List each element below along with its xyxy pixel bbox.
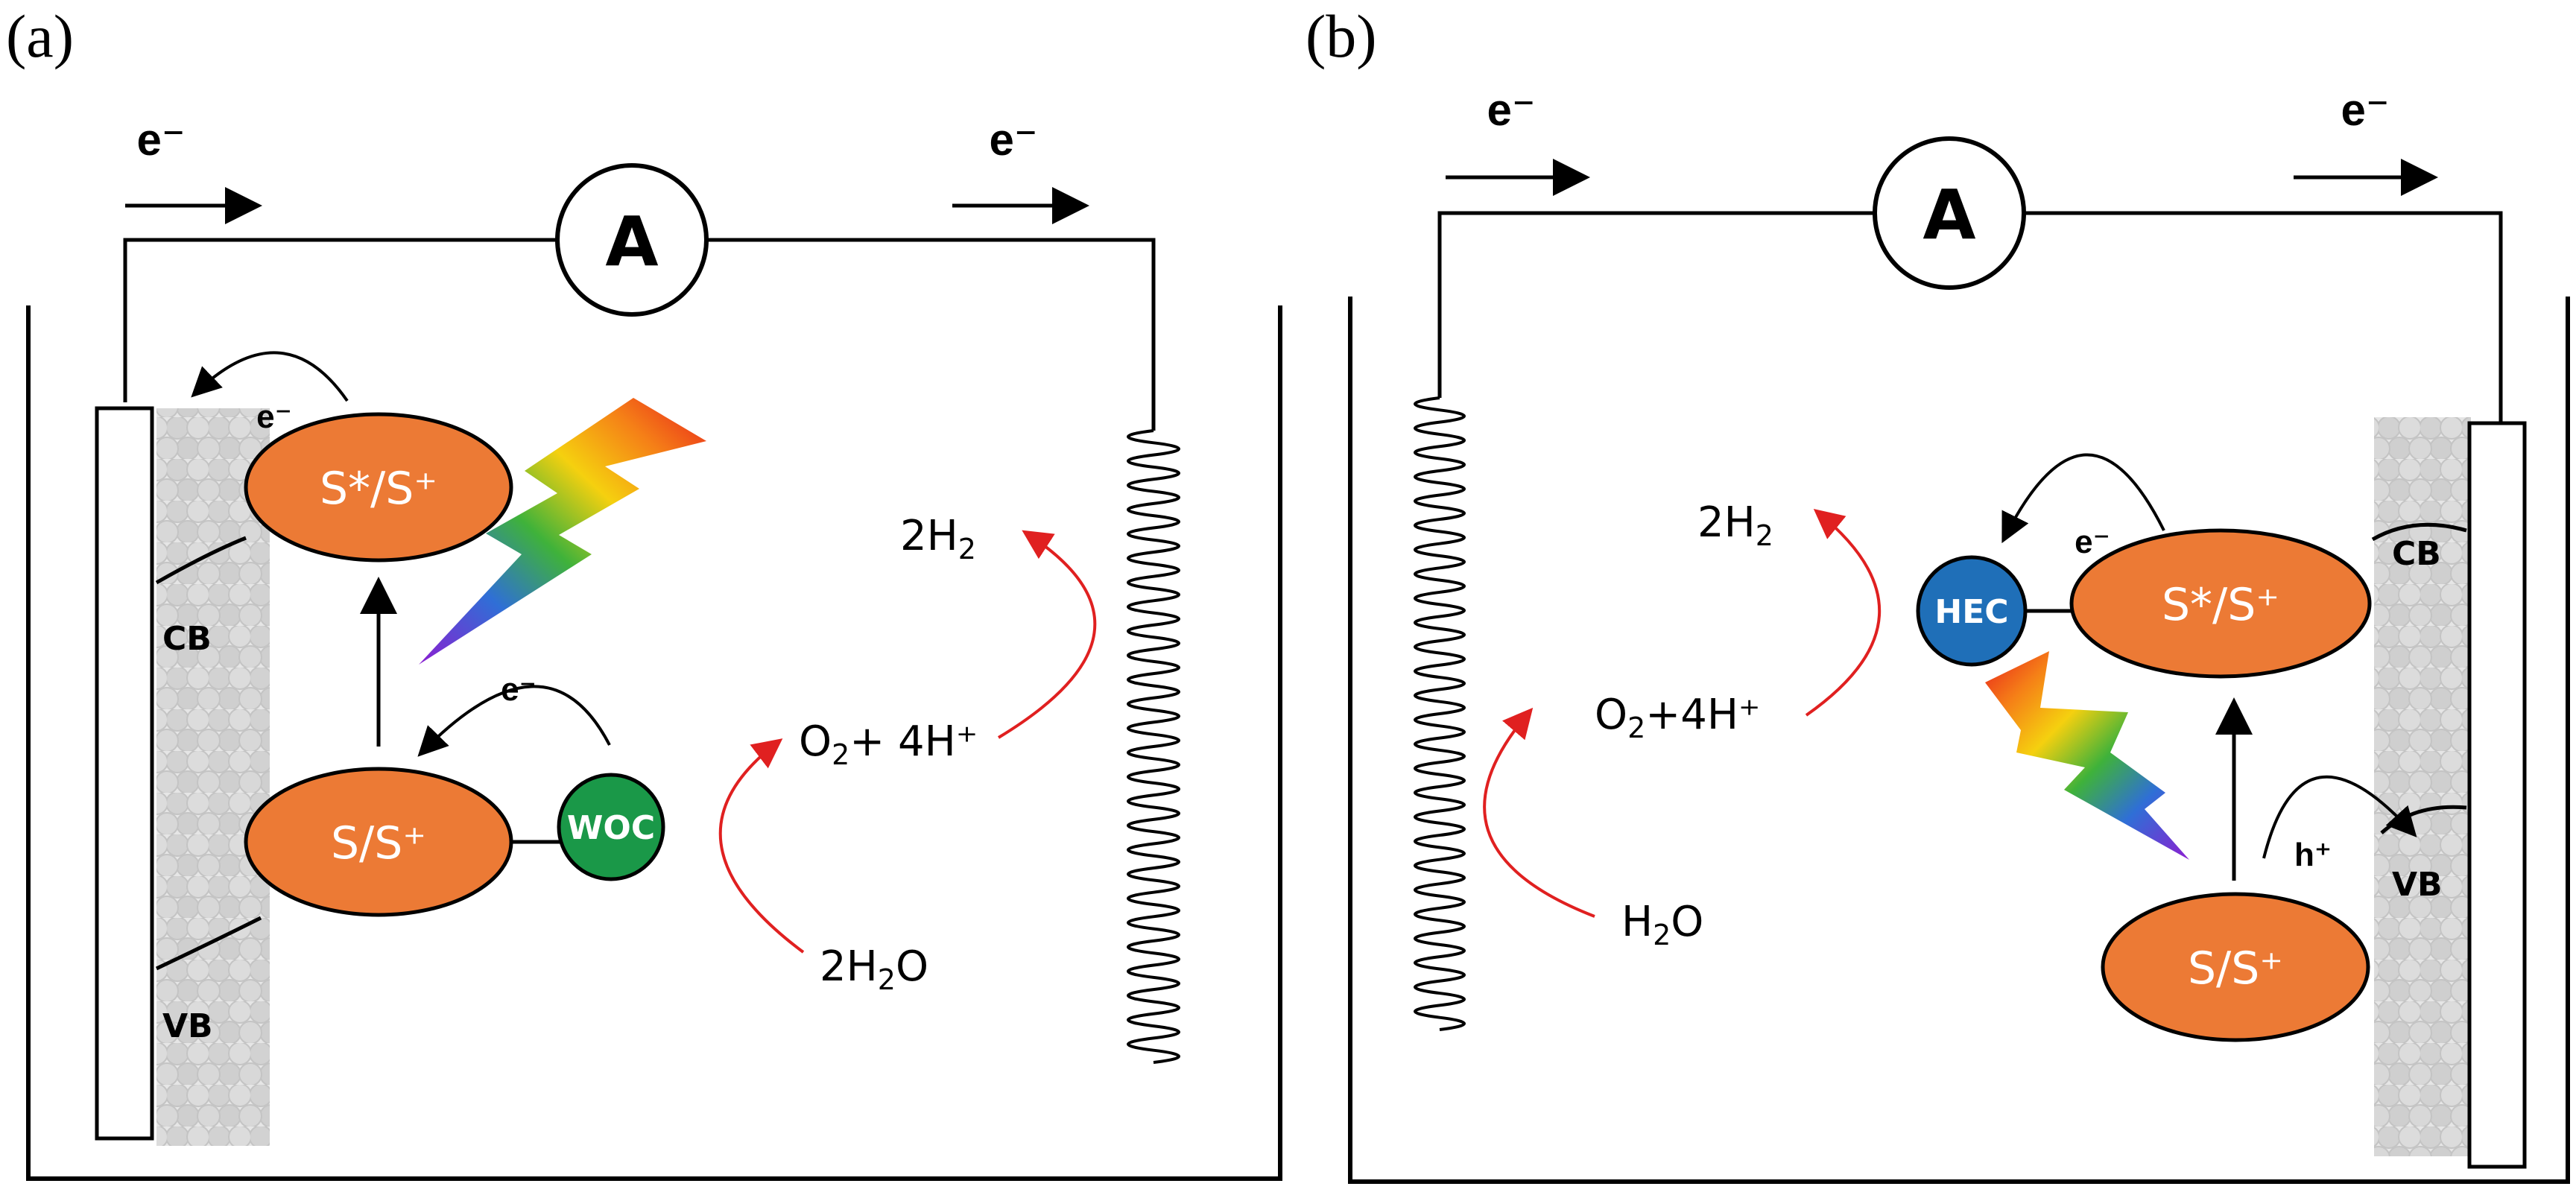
hole-transfer-arrow-b (2262, 775, 2417, 859)
vb-label-b: VB (2392, 866, 2443, 904)
circuit-wire-a (123, 238, 1156, 431)
electron-transfer-label-b: e⁻ (2075, 524, 2110, 560)
ammeter-a: A (555, 163, 709, 317)
electron-flow-left-label-a: e⁻ (136, 115, 185, 165)
photoanode-substrate-a (95, 406, 154, 1141)
anode-coil-b (1414, 396, 1466, 1031)
beaker-a (26, 305, 1282, 1181)
svg-text:S/S⁺: S/S⁺ (2188, 942, 2283, 995)
semiconductor-film-b (2374, 417, 2471, 1156)
electron-flow-right-label-a: e⁻ (989, 115, 1037, 165)
ground-state-dye-a: S/S⁺ (244, 767, 513, 917)
electron-flow-left-label-b: e⁻ (1487, 85, 1535, 135)
ammeter-b: A (1873, 136, 2026, 290)
oxygen-protons-label-b: O2+4H⁺ (1595, 691, 1760, 744)
excited-state-dye-b: S*/S⁺ (2069, 528, 2372, 679)
circuit-wire-b (1437, 211, 2503, 423)
panel-a-label: (a) (6, 2, 74, 70)
panel-b-label: (b) (1306, 2, 1377, 70)
svg-text:A: A (1922, 175, 1975, 255)
cb-label-a: CB (162, 620, 212, 658)
regeneration-arrow-a (417, 685, 611, 757)
rainbow-lightning-icon-b (1985, 651, 2189, 860)
vb-label-a: VB (162, 1007, 213, 1045)
water-label-a: 2H2O (820, 942, 928, 996)
photocathode-substrate-b (2467, 421, 2527, 1169)
hole-transfer-label-b: h⁺ (2294, 837, 2332, 873)
panel-b: (b) A e⁻ e⁻ CB VB S*/S⁺ HEC (1306, 2, 2570, 1184)
cathode-coil-a (1127, 429, 1180, 1064)
cb-edge-b (2371, 522, 2467, 542)
water-oxidation-arrow-b (1483, 707, 1595, 918)
svg-text:S*/S⁺: S*/S⁺ (320, 463, 437, 515)
electron-flow-right-label-b: e⁻ (2341, 85, 2389, 135)
hydrogen-label-a: 2H2 (900, 512, 976, 565)
svg-text:S*/S⁺: S*/S⁺ (2162, 579, 2279, 631)
semiconductor-film-a (156, 408, 270, 1146)
injection-arrow-a (191, 351, 349, 402)
proton-reduction-arrow-b (1805, 508, 1881, 717)
woc-catalyst-a: WOC (557, 773, 665, 881)
ground-state-dye-b: S/S⁺ (2101, 892, 2370, 1042)
cb-label-b: CB (2392, 535, 2441, 573)
proton-reduction-arrow-a (997, 530, 1097, 739)
water-label-b: H2O (1621, 898, 1703, 951)
regeneration-label-a: e⁻ (501, 671, 537, 708)
oxygen-protons-label-a: O2+ 4H⁺ (799, 717, 978, 771)
electron-injection-label-a: e⁻ (256, 399, 292, 435)
rainbow-lightning-icon (419, 398, 706, 665)
hydrogen-label-b: 2H2 (1697, 498, 1773, 552)
hec-catalyst-b: HEC (1916, 555, 2028, 667)
excited-state-dye-a: S*/S⁺ (244, 412, 513, 563)
svg-text:WOC: WOC (567, 809, 655, 847)
vb-edge-a (155, 916, 262, 971)
water-oxidation-arrow-a (718, 738, 805, 954)
beaker-b (1348, 297, 2570, 1184)
cb-edge-a (155, 536, 247, 585)
electron-transfer-arrow-b (2001, 453, 2165, 544)
panel-a: (a) A e⁻ e⁻ CB VB S*/S⁺ e⁻ (6, 2, 1282, 1181)
svg-text:HEC: HEC (1934, 593, 2008, 631)
svg-text:A: A (605, 202, 658, 282)
svg-text:S/S⁺: S/S⁺ (331, 817, 426, 869)
